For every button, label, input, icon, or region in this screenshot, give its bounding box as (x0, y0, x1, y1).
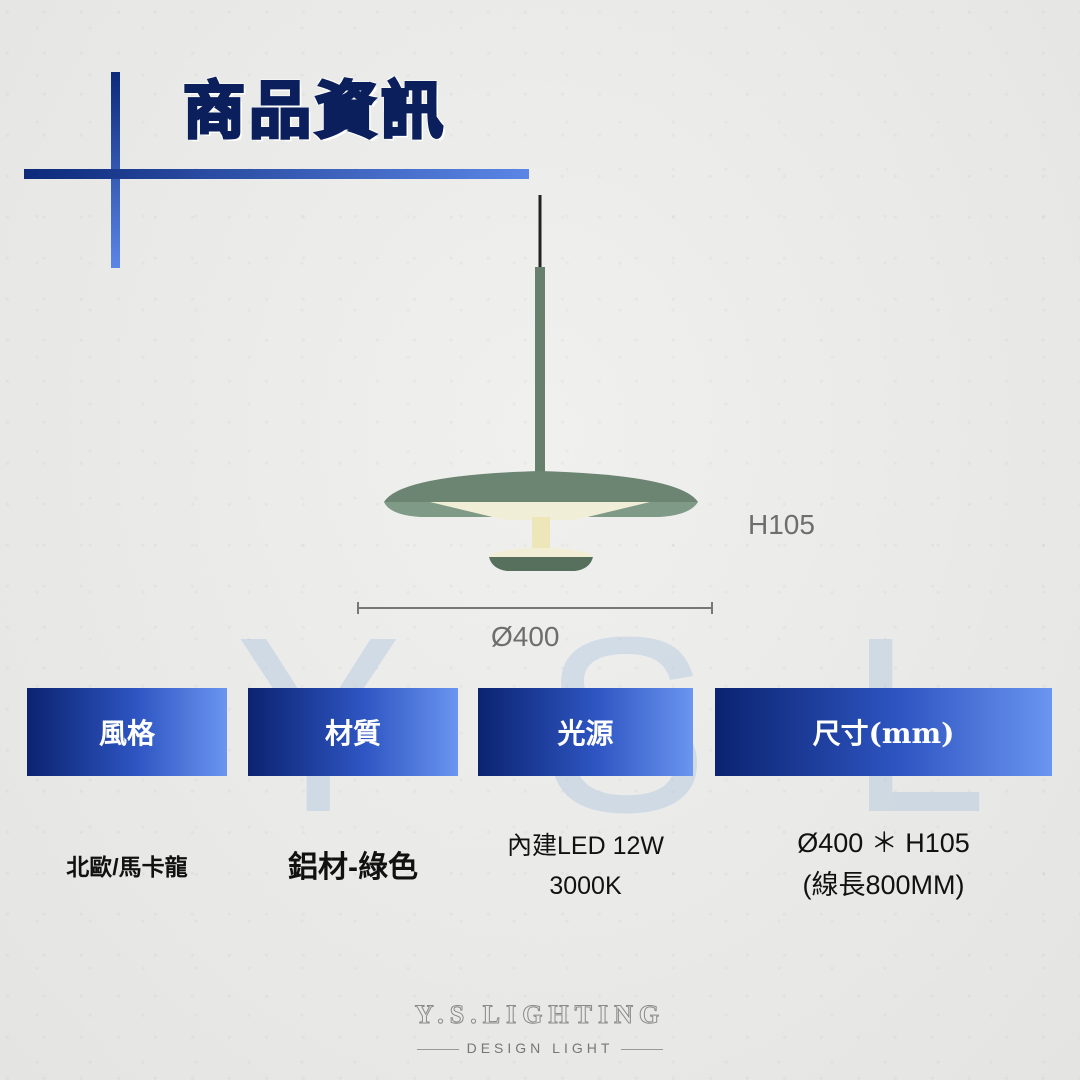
value-light-line2: 3000K (549, 872, 622, 900)
value-size-line1: Ø400 ＊ H105 (797, 828, 970, 858)
header-style: 風格 (27, 688, 227, 776)
width-dimension-label: Ø400 (491, 621, 560, 652)
value-light-line1: 內建LED 12W (507, 832, 664, 860)
pendant-lamp-icon (384, 195, 698, 571)
value-material: 鋁材-綠色 (288, 851, 418, 884)
height-dimension-label: H105 (748, 509, 815, 540)
tagline-left-rule (416, 1048, 459, 1050)
title-horizontal-line (24, 169, 529, 179)
header-material: 材質 (248, 688, 458, 776)
value-style: 北歐/馬卡龍 (66, 854, 188, 880)
brand-name: Y.S.LIGHTING (414, 1000, 666, 1030)
page-title: 商品資訊 (181, 74, 448, 147)
tagline-text: DESIGN LIGHT (466, 1040, 614, 1056)
tagline-right-rule (621, 1048, 664, 1050)
width-dimension-line (357, 602, 713, 614)
value-size: Ø400 ＊ H105 (線長800MM) (715, 822, 1052, 906)
brand-tagline: DESIGN LIGHT (0, 1040, 1080, 1056)
header-light-source: 光源 (478, 688, 693, 776)
value-size-line2: (線長800MM) (802, 870, 965, 900)
header-size: 尺寸(mm) (715, 688, 1052, 776)
value-light-source: 內建LED 12W 3000K (478, 826, 693, 906)
